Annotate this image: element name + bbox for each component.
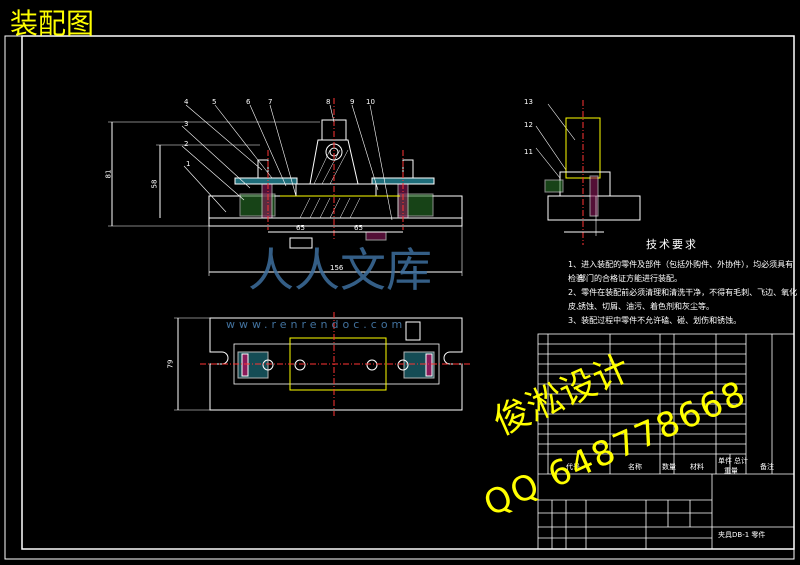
bom-header-code: 代号: [566, 463, 580, 471]
balloon-11: 11: [524, 148, 533, 156]
renrendoc-logo: 人人文库: [248, 243, 432, 297]
balloon-7: 7: [268, 98, 273, 106]
bom-header-total: 总计: [734, 457, 748, 465]
balloon-6: 6: [246, 98, 251, 106]
balloon-8: 8: [326, 98, 331, 106]
tech-req-line-5: 3、装配过程中零件不允许磕、碰、划伤和锈蚀。: [568, 316, 742, 325]
balloon-10: 10: [366, 98, 375, 106]
balloon-4: 4: [184, 98, 189, 106]
bom-table: [537, 333, 795, 550]
dim-height-a: 81: [104, 169, 113, 179]
dim-width-top: 79: [166, 359, 175, 369]
tech-req-line-1: 1、进入装配的零件及部件（包括外购件、外协件），均必须具有检验: [568, 260, 794, 283]
tech-requirements-title: 技术要求: [646, 238, 698, 251]
dim-height-b: 58: [150, 179, 159, 189]
bom-header-remark: 备注: [760, 463, 774, 471]
dim-d2: 65: [354, 224, 363, 232]
front-view: [108, 98, 463, 276]
bom-header-name: 名称: [628, 463, 642, 471]
bom-header-weight: 重量: [724, 467, 738, 475]
leader-lines: [181, 103, 576, 221]
bom-header-material: 材料: [690, 463, 704, 471]
tech-req-line-2: 部门的合格证方能进行装配。: [578, 274, 682, 283]
drawing-title: 装配图: [10, 7, 95, 40]
dim-overall-length: 156: [330, 264, 344, 272]
balloon-1: 1: [186, 160, 191, 168]
side-view: [544, 100, 641, 245]
balloon-3: 3: [184, 120, 189, 128]
title-block-drawing-name: 夹具DB-1 零件: [718, 531, 766, 539]
bom-header-single: 单件: [718, 457, 732, 465]
top-view: [174, 312, 472, 416]
balloon-13: 13: [524, 98, 533, 106]
tech-req-line-3: 2、零件在装配前必须清理和清洗干净，不得有毛刺、飞边、氧化皮、: [568, 288, 798, 311]
balloon-12: 12: [524, 121, 533, 129]
bom-header-qty: 数量: [662, 463, 676, 471]
balloon-5: 5: [212, 98, 217, 106]
balloon-9: 9: [350, 98, 355, 106]
balloon-2: 2: [184, 140, 189, 148]
tech-req-line-4: 锈蚀、切屑、油污、着色剂和灰尘等。: [578, 302, 714, 311]
site-watermark: www.renrendoc.com: [226, 318, 407, 331]
dim-d1: 65: [296, 224, 305, 232]
